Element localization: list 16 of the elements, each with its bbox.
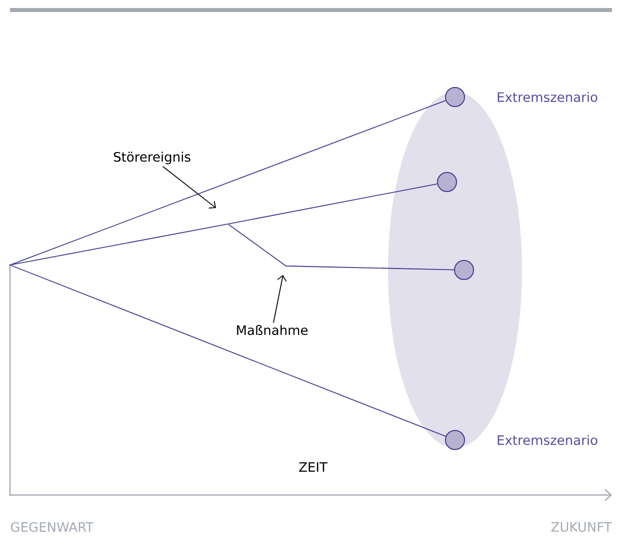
annotation-text: Störereignis (114, 152, 190, 164)
annotation-text: Maßnahme (237, 324, 308, 336)
scenario-path (10, 264, 446, 437)
scenario-circle (437, 172, 457, 192)
scenario-circle (454, 260, 474, 280)
axis-label: ZUKUNFT (551, 522, 612, 532)
leader-arrow (162, 166, 216, 208)
axis-label: GEGENWART (10, 522, 94, 532)
axis-label: ZEIT (299, 462, 328, 472)
scenario-path (228, 183, 438, 224)
leader-arrow (273, 275, 287, 324)
scenario-label: Extremszenario (498, 434, 598, 446)
scenario-path (10, 100, 446, 266)
scenario-path (228, 224, 454, 270)
scenario-label: Extremszenario (498, 92, 598, 102)
scenario-path (10, 224, 228, 266)
